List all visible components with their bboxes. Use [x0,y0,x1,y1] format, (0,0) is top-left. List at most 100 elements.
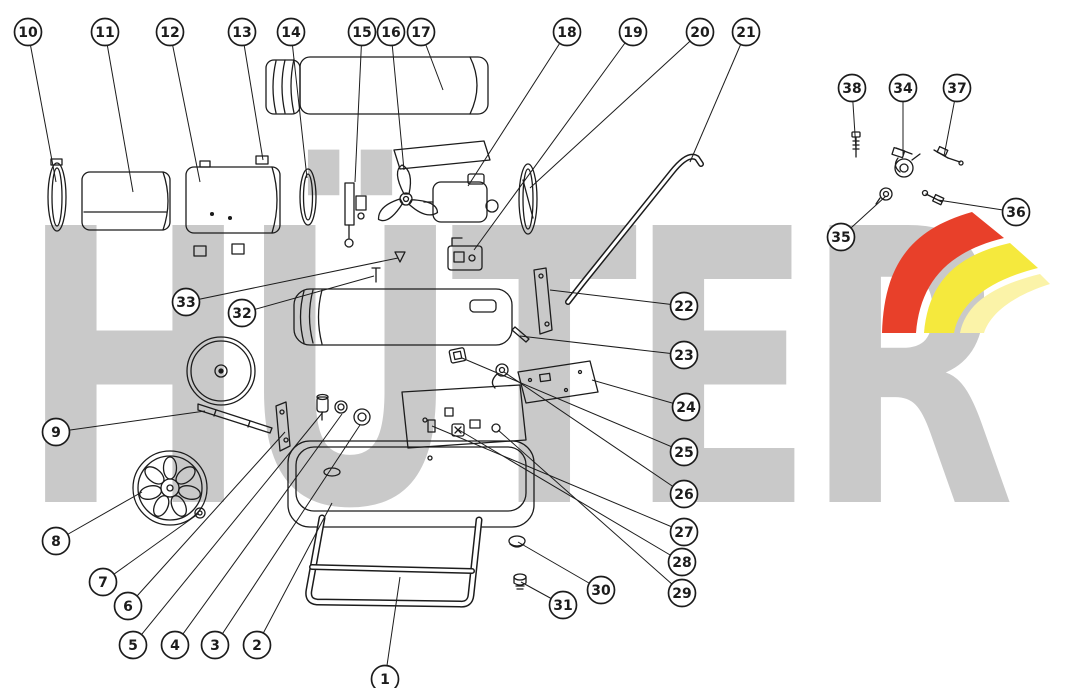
callout-30: 30 [517,541,616,605]
callout-circle [242,630,272,660]
callout-circle [88,567,118,597]
callout-leader-line [185,257,399,303]
callout-24: 24 [591,379,701,422]
callout-number: 31 [553,598,572,614]
callout-number: 24 [676,400,696,416]
callout-number: 11 [95,25,114,41]
fuel-tank-part [287,440,535,528]
callout-leader-line [461,357,685,453]
motor-mount-plate-part [393,140,491,170]
fan-part [377,164,439,222]
callout-circle [227,298,257,328]
callout-circle [685,17,715,47]
callout-circle [671,392,701,422]
callout-circle [667,578,697,608]
callout-number: 29 [672,586,691,602]
callout-circle [618,17,648,47]
circuit-board-part [517,360,599,404]
callout-3: 3 [200,424,361,660]
logo-yellow-band [924,243,1038,333]
callout-leader-line [169,31,201,183]
callout-leader-line [519,335,685,356]
callout-circle [552,17,582,47]
callout-circle [1001,197,1031,227]
callout-22: 22 [549,289,699,321]
callout-circle [13,17,43,47]
callout-circle [276,17,306,47]
callout-18: 18 [467,17,582,187]
axle-part [197,403,273,434]
logo-red-band [882,212,1004,333]
outer-shell-part [265,56,489,115]
callout-leader-line [132,411,324,646]
inner-cylinder-part [81,171,171,231]
callout-34: 34 [888,73,918,155]
lower-shell-part [293,288,513,346]
callout-leader-line [104,31,134,193]
brand-watermark-text: HÜTER [20,146,1010,593]
callout-number: 34 [893,81,913,97]
callout-leader-line [458,429,683,563]
callout-leader-line [591,379,687,408]
callout-circle [826,222,856,252]
callout-leader-line [214,424,361,646]
wheel-part [132,450,208,526]
callout-leader-line [27,31,57,183]
callout-7: 7 [88,513,199,597]
callout-circle [113,591,143,621]
callout-number: 33 [176,295,195,311]
callout-circle [200,630,230,660]
callout-leader-line [390,31,405,171]
callout-19: 19 [473,17,648,251]
callout-circle [669,479,699,509]
tank-fittings-parts [275,393,371,452]
callout-17: 17 [406,17,444,91]
callout-leader-line [241,275,375,314]
support-bracket-part [533,267,553,335]
callout-circle [837,73,867,103]
callout-number: 3 [210,638,220,654]
callout-number: 12 [160,25,179,41]
callout-circle [731,17,761,47]
callout-number: 22 [674,299,693,315]
fuel-pump-assembly-part [447,237,483,271]
callout-number: 7 [98,575,108,591]
heater-parts-drawing [47,56,964,608]
callout-8: 8 [41,491,143,556]
callout-14: 14 [276,17,308,179]
callout-number: 19 [623,25,642,41]
callout-number: 38 [842,81,861,97]
spacer-ring-part [299,168,317,226]
callout-21: 21 [689,17,761,163]
callout-leader-line [290,31,308,179]
callout-number: 1 [380,672,390,688]
callout-number: 6 [123,599,133,615]
callout-9: 9 [41,410,206,447]
support-frame-part [305,514,483,608]
front-ring-part [47,158,67,232]
callout-6: 6 [113,431,286,621]
callout-number: 8 [51,534,61,550]
callout-circle [942,73,972,103]
callout-number: 37 [947,81,966,97]
callout-leader-line [689,31,747,163]
callout-leader-line [549,289,685,307]
handle-part [565,153,704,305]
callout-number: 30 [591,583,611,599]
callout-36: 36 [937,197,1031,227]
motor-part [423,173,499,223]
callout-number: 9 [51,425,61,441]
callout-leader-line [174,413,343,646]
callout-leader-line [55,491,143,542]
combustion-chamber-part [185,155,281,257]
callout-circle [669,291,699,321]
callout-circle [347,17,377,47]
callout-12: 12 [155,17,201,183]
callout-number: 36 [1006,205,1025,221]
callout-circle [669,437,699,467]
callout-circle [171,287,201,317]
callout-number: 32 [232,306,251,322]
callout-circle [227,17,257,47]
